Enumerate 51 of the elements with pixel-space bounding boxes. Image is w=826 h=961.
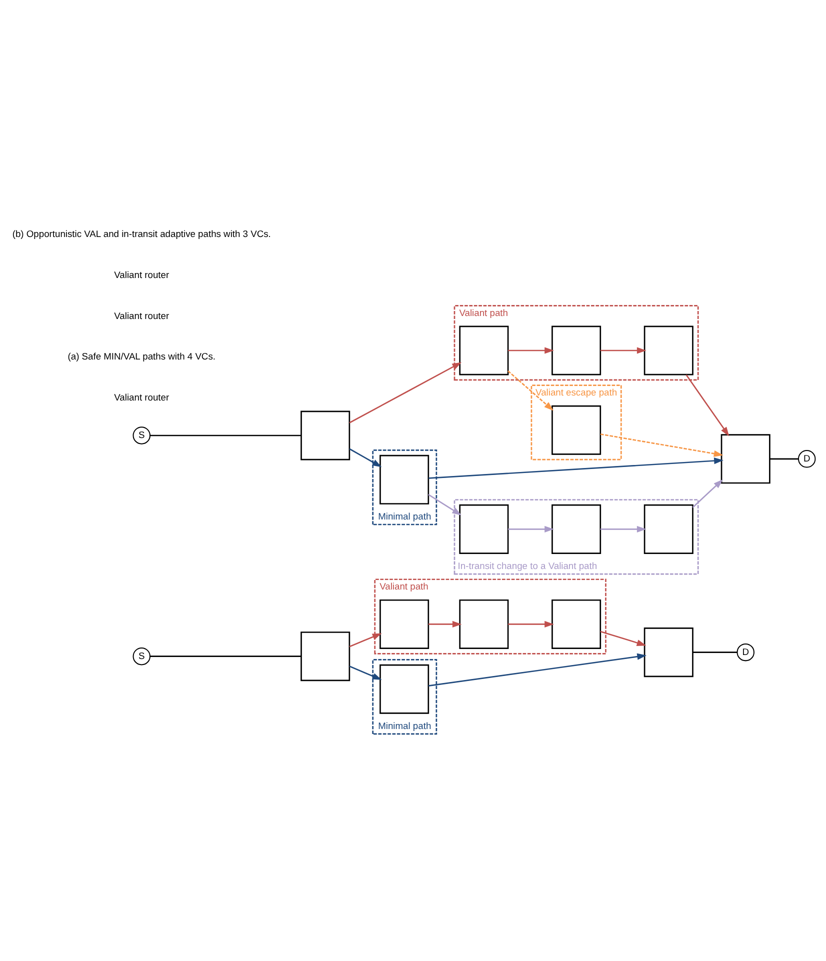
node-box — [552, 325, 602, 375]
arrow — [600, 630, 646, 646]
cluster: Valiant escape path — [530, 384, 622, 460]
arrow — [428, 493, 462, 515]
node-box — [459, 325, 509, 375]
node-box — [644, 504, 694, 554]
arrow — [508, 346, 554, 354]
arrow — [428, 620, 462, 627]
arrow — [508, 525, 554, 532]
node-box — [720, 434, 770, 484]
arrow — [428, 652, 647, 686]
label: Valiant router — [114, 270, 170, 280]
node-circle: S — [132, 646, 150, 665]
arrow — [349, 448, 382, 467]
node-circle: D — [798, 450, 816, 468]
arrow — [692, 478, 723, 508]
label: (b) Opportunistic VAL and in-transit adaptive paths with 3 VCs. — [12, 228, 271, 239]
label: (a) Safe MIN/VAL paths with 4 VCs. — [68, 351, 216, 362]
arrow — [508, 620, 554, 627]
cluster: Valiant path — [374, 578, 606, 654]
arrow — [508, 370, 554, 410]
node-box — [380, 664, 430, 714]
arrow — [600, 433, 724, 456]
cluster: In-transit change to a Valiant path — [454, 498, 699, 574]
arrow — [600, 525, 646, 532]
connector — [692, 651, 738, 652]
cluster: Valiant path — [454, 304, 699, 380]
label: Valiant router — [114, 392, 170, 402]
connector — [150, 434, 301, 436]
arrow — [349, 665, 382, 680]
node-circle: S — [132, 426, 150, 444]
arrow — [600, 346, 646, 354]
arrow — [349, 362, 462, 423]
arrow — [428, 457, 724, 478]
arrow — [349, 632, 382, 647]
connector — [150, 655, 301, 656]
label: Valiant router — [114, 310, 170, 320]
node-box — [644, 325, 694, 375]
node-box — [380, 454, 430, 504]
arrow — [686, 374, 730, 436]
node-box — [300, 631, 350, 681]
node-box — [552, 404, 602, 454]
node-box — [300, 410, 350, 460]
node-circle: D — [736, 642, 754, 661]
connector — [770, 458, 798, 460]
node-box — [459, 598, 509, 648]
node-box — [552, 504, 602, 554]
node-box — [552, 598, 602, 648]
node-box — [380, 598, 430, 648]
node-box — [644, 627, 694, 677]
node-box — [459, 504, 509, 554]
